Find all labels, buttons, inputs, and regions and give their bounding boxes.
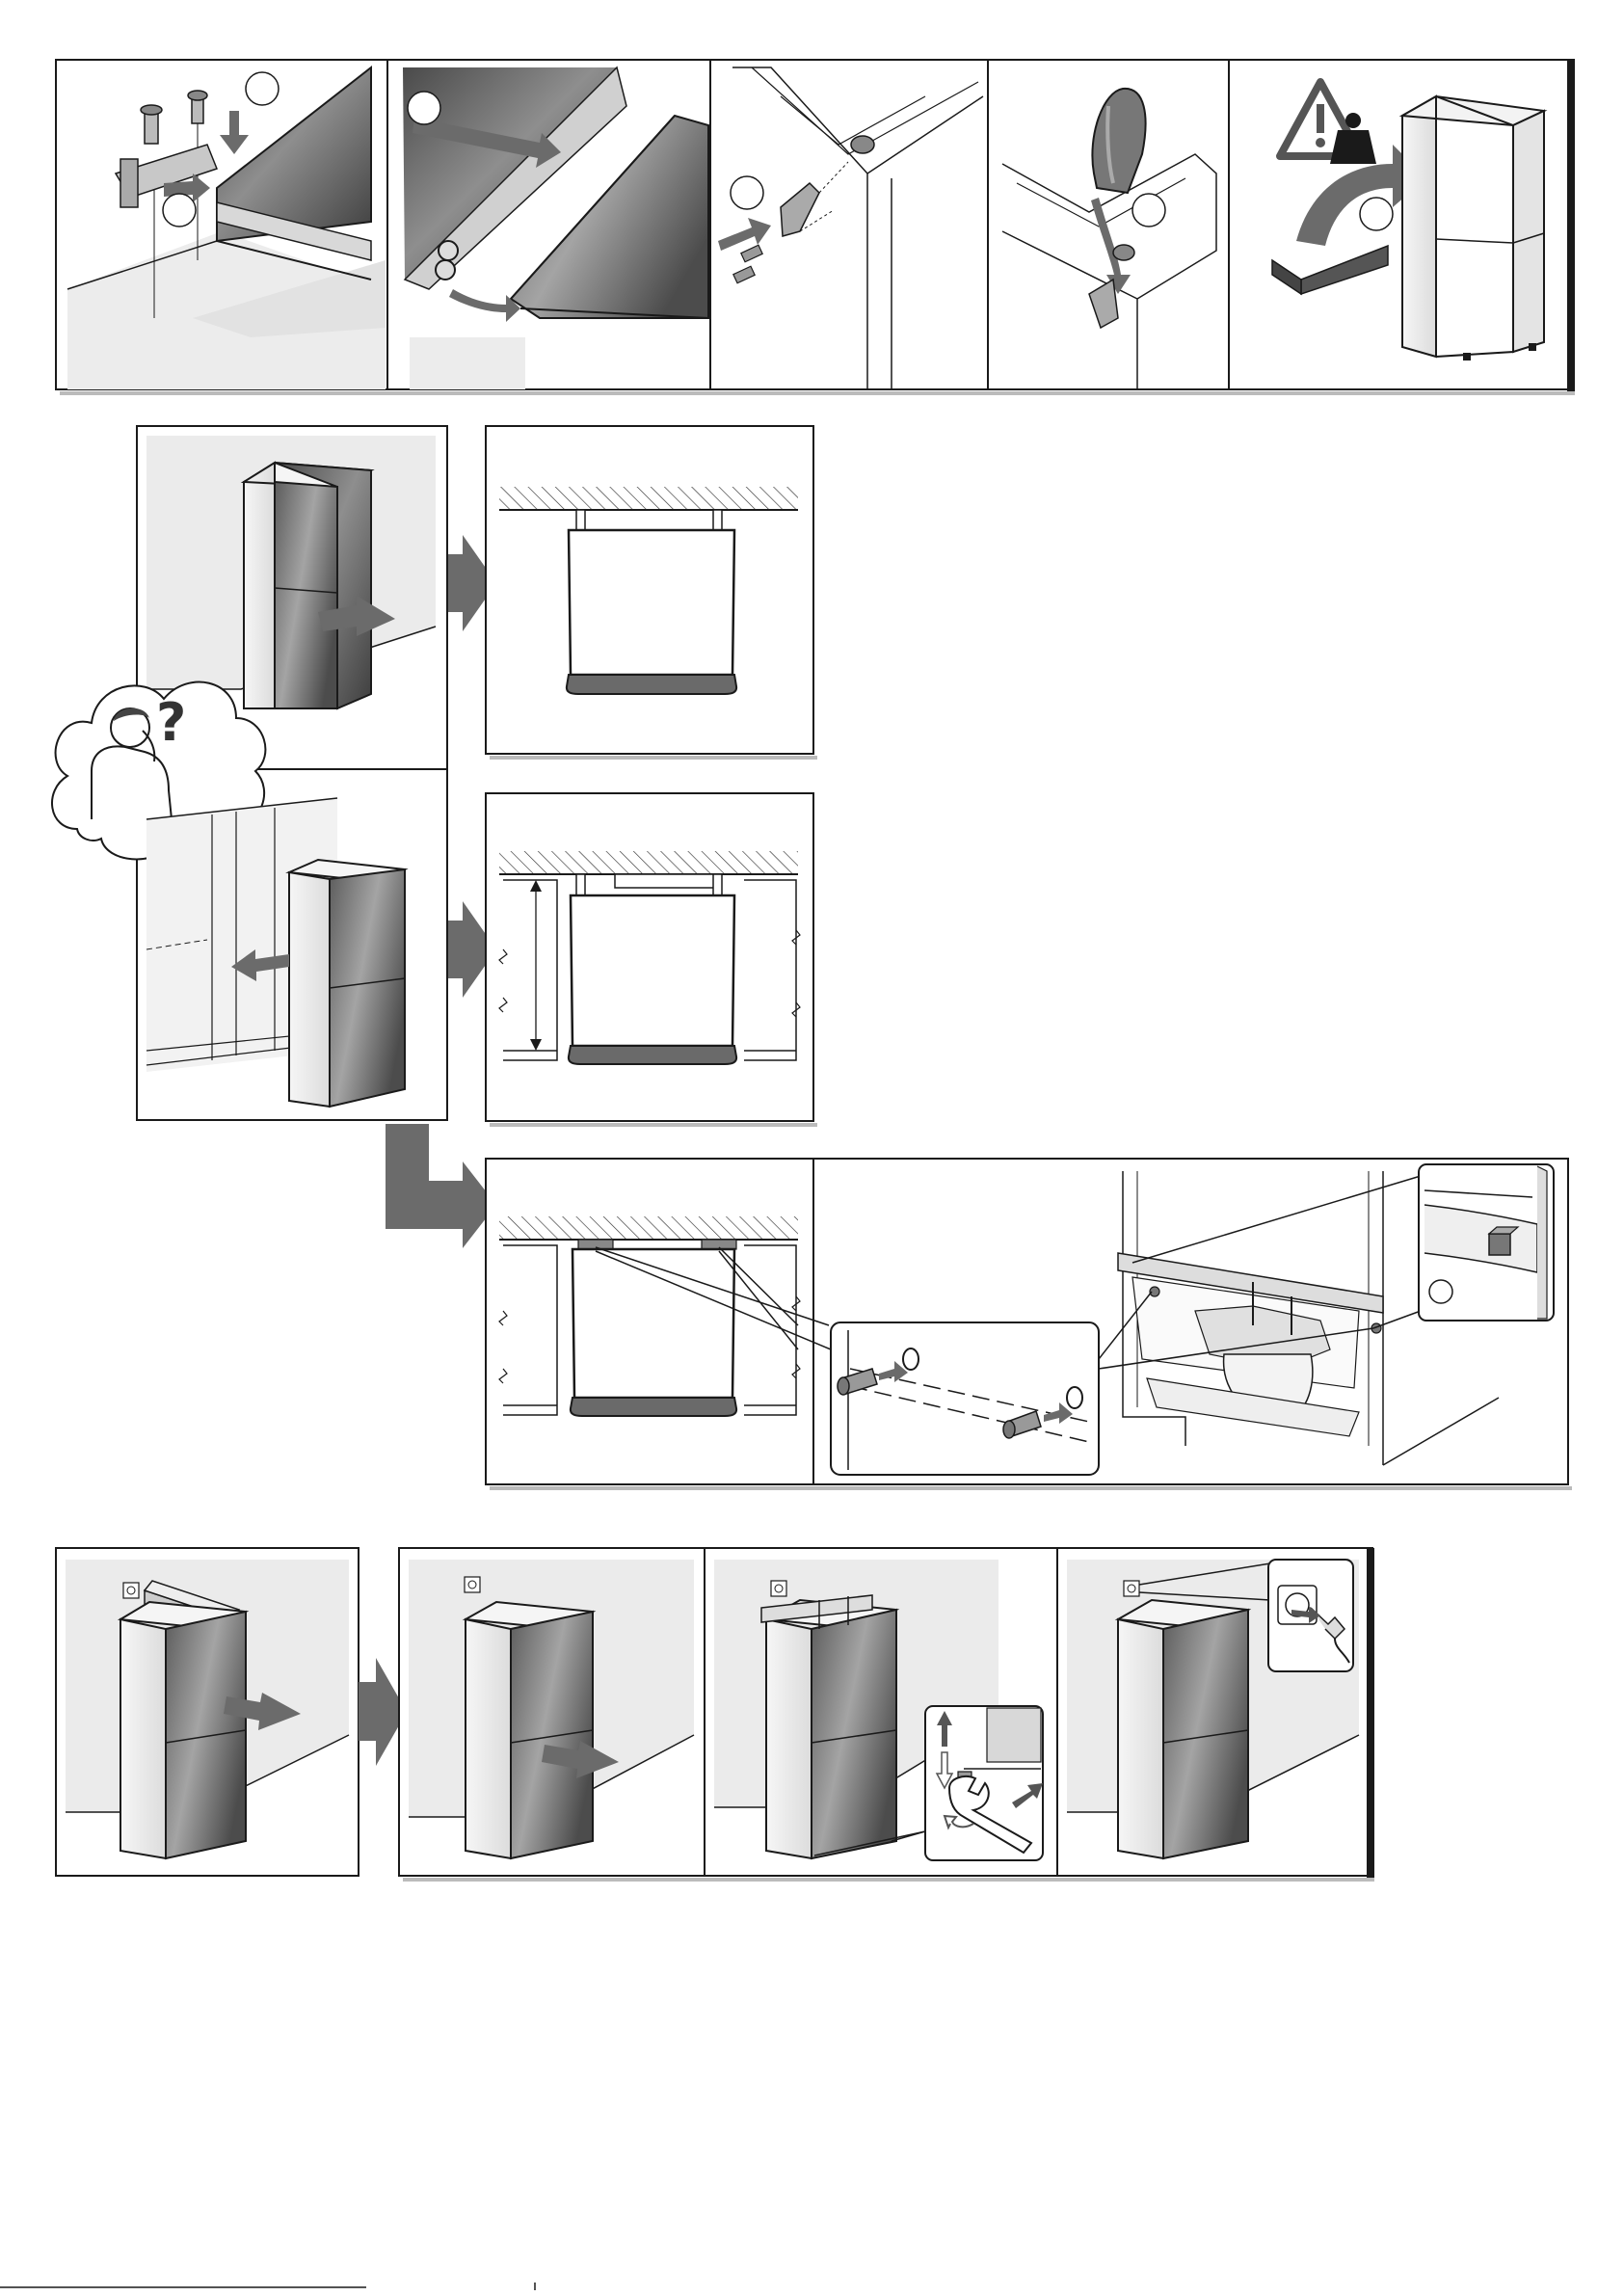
power-socket-icon xyxy=(1124,1581,1139,1596)
power-socket-icon xyxy=(465,1577,480,1592)
placement-section: ? xyxy=(52,426,1572,1488)
top-view-between-cabinets xyxy=(486,793,817,1125)
step-number-circle xyxy=(731,176,763,209)
arrow-icon xyxy=(386,1124,496,1248)
step-number-circle xyxy=(1132,194,1165,227)
question-mark-icon: ? xyxy=(156,692,186,753)
wall-spacer-detail xyxy=(486,1159,1572,1488)
final-install-section xyxy=(56,1548,1374,1880)
step-number-circle xyxy=(163,194,196,227)
spacer-callout xyxy=(831,1322,1099,1475)
power-socket-icon xyxy=(771,1581,786,1596)
step-number-circle xyxy=(246,72,279,105)
step-push-to-wall xyxy=(56,1548,359,1876)
top-view-freestanding xyxy=(486,426,817,758)
door-reversal-strip xyxy=(56,60,1575,393)
step-number-circle xyxy=(1360,198,1393,230)
step-number-circle xyxy=(408,92,440,124)
power-socket-icon xyxy=(123,1583,139,1598)
